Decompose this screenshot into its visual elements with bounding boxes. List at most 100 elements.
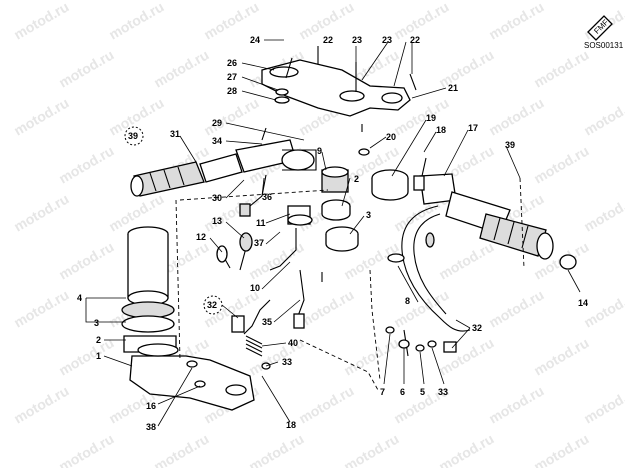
label-37: 37 [254, 238, 264, 248]
watermark-text: motod.ru [341, 334, 402, 378]
dashed-guides [175, 177, 525, 391]
watermark-text: motod.ru [106, 0, 167, 43]
label-11: 11 [256, 218, 266, 228]
label-31: 31 [170, 129, 180, 139]
label-26: 26 [227, 58, 237, 68]
label-29: 29 [212, 118, 222, 128]
watermark-text: motod.ru [391, 0, 452, 43]
watermark-text: motod.ru [531, 46, 592, 90]
label-36: 36 [262, 192, 272, 202]
label-24: 23 [352, 35, 362, 45]
watermark-text: motod.ru [391, 286, 452, 330]
watermark-text: motod.ru [531, 142, 592, 186]
watermark-text: motod.ru [436, 238, 497, 282]
label-21: 21 [448, 83, 458, 93]
label-25: 24 [250, 35, 260, 45]
label-12: 12 [196, 232, 206, 242]
label-22-b: 22 [410, 35, 420, 45]
label-39-right: 39 [505, 140, 515, 150]
watermark-text: motod.ru [436, 334, 497, 378]
label-4: 4 [77, 293, 82, 303]
watermark-text: motod.ru [436, 430, 497, 468]
label-39-left: 39 [128, 131, 138, 141]
label-18: 18 [436, 125, 446, 135]
watermark-text: motod.ru [486, 94, 547, 138]
right-clip-on [371, 157, 577, 270]
watermark-text: motod.ru [11, 94, 72, 138]
spring-part [245, 335, 271, 370]
left-grip [130, 153, 243, 197]
watermark-text: motod.ru [11, 382, 72, 426]
watermark-text: motod.ru [56, 142, 117, 186]
label-32-right: 32 [472, 323, 482, 333]
steering-stem [121, 226, 255, 411]
label-20: 20 [386, 132, 396, 142]
reference-circle-39-left [124, 126, 144, 146]
label-7: 7 [380, 387, 385, 397]
watermark-text: motod.ru [486, 286, 547, 330]
label-16: 16 [146, 401, 156, 411]
watermark-text: motod.ru [11, 190, 72, 234]
label-32-left: 32 [207, 300, 217, 310]
watermark-text: motod.ru [296, 382, 357, 426]
label-1: 1 [96, 351, 101, 361]
watermark-text: motod.ru [201, 190, 262, 234]
watermark-text: motod.ru [486, 0, 547, 43]
watermark-text: motod.ru [11, 0, 72, 43]
label-34: 34 [212, 136, 222, 146]
watermark-text: motod.ru [151, 46, 212, 90]
label-28: 28 [227, 86, 237, 96]
watermark-text: motod.ru [581, 94, 625, 138]
label-18-lower: 18 [286, 420, 296, 430]
watermark-text: motod.ru [11, 286, 72, 330]
label-13: 13 [212, 216, 222, 226]
watermark-text: motod.ru [151, 430, 212, 468]
watermark-text: motod.ru [246, 430, 307, 468]
label-3-lower: 3 [94, 318, 99, 328]
label-14: 14 [578, 298, 588, 308]
watermark-text: motod.ru [201, 94, 262, 138]
leader-lines [85, 39, 581, 427]
watermark-text: motod.ru [581, 190, 625, 234]
watermark-text: motod.ru [56, 238, 117, 282]
left-clip-on [235, 127, 317, 217]
label-8: 8 [405, 296, 410, 306]
label-3-upper: 3 [366, 210, 371, 220]
watermark-text: motod.ru [436, 46, 497, 90]
label-2-upper: 2 [354, 174, 359, 184]
watermark-text: motod.ru [341, 430, 402, 468]
label-9: 9 [317, 146, 322, 156]
label-23: 23 [382, 35, 392, 45]
watermark-text: motod.ru [531, 430, 592, 468]
watermark-text: motod.ru [296, 286, 357, 330]
label-22-a: 22 [323, 35, 333, 45]
label-6: 6 [400, 387, 405, 397]
watermark-text: motod.ru [486, 382, 547, 426]
label-17: 17 [468, 123, 478, 133]
label-5: 5 [420, 387, 425, 397]
label-33-right: 33 [438, 387, 448, 397]
watermark-text: motod.ru [581, 382, 625, 426]
watermark-text: motod.ru [531, 334, 592, 378]
center-nut-parts [321, 148, 370, 252]
label-2-lower: 2 [96, 335, 101, 345]
label-33-left: 33 [282, 357, 292, 367]
label-38: 38 [146, 422, 156, 432]
watermark-text: motod.ru [56, 334, 117, 378]
diagram-code: SOS00131 [584, 41, 624, 50]
throttle-cables [385, 205, 471, 357]
watermark-text: motod.ru [581, 286, 625, 330]
reference-circle-32-left [203, 295, 223, 315]
upper-yoke [261, 46, 417, 132]
label-27: 27 [227, 72, 237, 82]
part-labels: 24 22 23 23 22 26 27 28 21 29 31 39 34 2… [77, 35, 588, 432]
label-40: 40 [288, 338, 298, 348]
label-35: 35 [262, 317, 272, 327]
label-10: 10 [250, 283, 260, 293]
watermark-text: motod.ru [56, 46, 117, 90]
label-19: 19 [426, 113, 436, 123]
watermark-text: motod.ru [56, 430, 117, 468]
label-30: 30 [212, 193, 222, 203]
